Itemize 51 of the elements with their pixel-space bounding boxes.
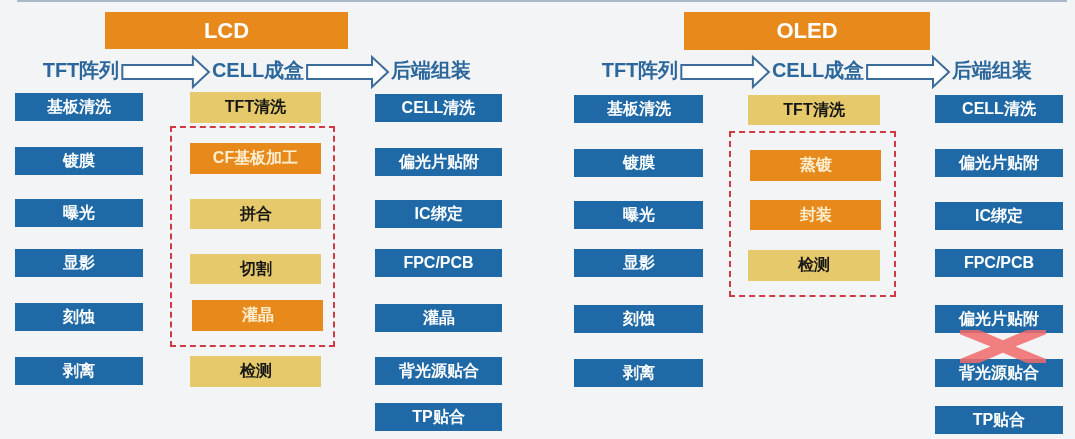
- process-box: 检测: [190, 356, 321, 387]
- process-box: 蒸镀: [750, 150, 881, 181]
- process-box: 剥离: [15, 357, 143, 385]
- block-arrow: [866, 54, 951, 90]
- process-box: 基板清洗: [574, 95, 703, 123]
- process-box: TP贴合: [375, 403, 502, 431]
- column-heading: TFT阵列: [601, 56, 679, 84]
- column-heading: 后端组装: [952, 56, 1032, 84]
- process-box: IC绑定: [375, 200, 502, 228]
- process-box: 切割: [190, 254, 321, 284]
- dashed-frame: [729, 131, 896, 297]
- process-box: CELL清洗: [375, 94, 502, 122]
- process-box: 背光源贴合: [375, 357, 502, 385]
- process-box: 封装: [750, 200, 881, 230]
- process-box: FPC/PCB: [935, 249, 1063, 277]
- column-heading: CELL成盒: [771, 56, 865, 84]
- process-box: 刻蚀: [574, 305, 703, 333]
- process-box: 灌晶: [375, 304, 502, 332]
- process-box: TFT清洗: [190, 92, 321, 123]
- column-heading: 后端组装: [391, 56, 471, 84]
- process-box: 镀膜: [15, 147, 143, 175]
- header-bar: OLED: [684, 12, 930, 50]
- process-box: 曝光: [574, 201, 703, 229]
- process-box: 镀膜: [574, 149, 703, 177]
- process-box: IC绑定: [935, 202, 1063, 230]
- block-arrow: [121, 54, 211, 90]
- process-box: TP贴合: [935, 406, 1063, 434]
- process-box: TFT清洗: [748, 95, 880, 125]
- column-heading: TFT阵列: [42, 56, 120, 84]
- process-box: 偏光片贴附: [375, 148, 502, 176]
- process-box: 拼合: [190, 199, 321, 229]
- process-box: 显影: [15, 249, 143, 277]
- process-box: 偏光片贴附: [935, 149, 1063, 177]
- process-box: CF基板加工: [190, 143, 321, 174]
- process-box: 检测: [748, 250, 880, 281]
- process-box: 曝光: [15, 199, 143, 227]
- column-heading: CELL成盒: [211, 56, 305, 84]
- cross-mark: [960, 330, 1046, 363]
- process-box: 背光源贴合: [935, 359, 1063, 387]
- process-box: 偏光片贴附: [935, 305, 1063, 333]
- block-arrow: [680, 54, 771, 90]
- block-arrow: [306, 54, 390, 90]
- process-box: FPC/PCB: [375, 249, 502, 277]
- process-box: 剥离: [574, 359, 703, 387]
- dashed-frame: [170, 126, 335, 347]
- process-box: 基板清洗: [15, 93, 143, 121]
- process-box: 刻蚀: [15, 303, 143, 331]
- process-box: CELL清洗: [935, 95, 1063, 123]
- process-box: 显影: [574, 249, 703, 277]
- header-bar: LCD: [105, 12, 348, 49]
- process-box: 灌晶: [192, 300, 323, 331]
